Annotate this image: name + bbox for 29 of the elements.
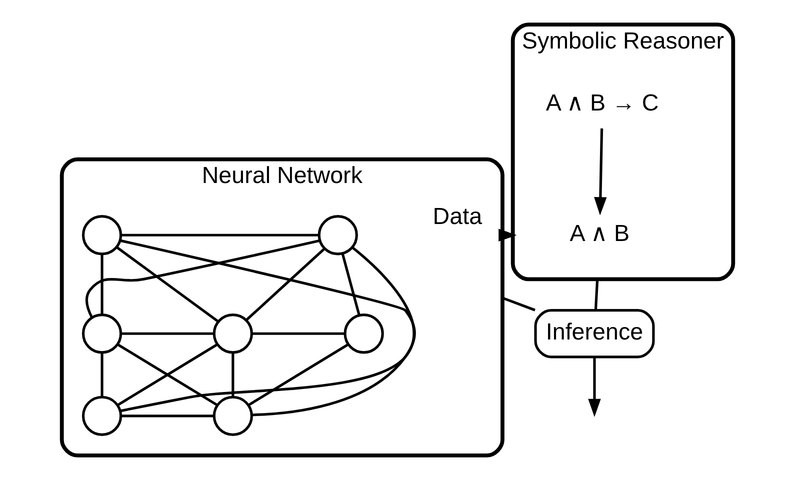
connector bbox=[100, 254, 104, 314]
node-circle bbox=[212, 313, 253, 354]
node-text: A ∧ B bbox=[570, 219, 630, 246]
node-text: A ∧ B → C bbox=[546, 89, 659, 116]
connector bbox=[86, 238, 320, 318]
arrow bbox=[594, 128, 607, 215]
connector bbox=[248, 342, 349, 406]
node-circle bbox=[318, 214, 358, 255]
connector bbox=[502, 296, 536, 311]
connector bbox=[116, 342, 218, 406]
connector bbox=[341, 252, 360, 316]
connector bbox=[594, 278, 599, 310]
connector bbox=[120, 414, 214, 417]
connector bbox=[116, 246, 219, 322]
arrow bbox=[588, 356, 601, 417]
connector bbox=[246, 247, 326, 320]
connector bbox=[120, 332, 214, 334]
node-circle bbox=[82, 313, 122, 354]
edge-label: Data bbox=[432, 202, 482, 228]
node-box: Inference bbox=[534, 308, 655, 358]
arrow bbox=[498, 228, 517, 241]
node-circle bbox=[82, 214, 122, 255]
node-circle bbox=[344, 313, 384, 354]
node-circle bbox=[82, 395, 122, 436]
connector bbox=[100, 352, 104, 396]
connector bbox=[120, 233, 319, 236]
node-circle bbox=[212, 395, 253, 436]
connector bbox=[232, 352, 234, 396]
connector bbox=[252, 332, 345, 334]
